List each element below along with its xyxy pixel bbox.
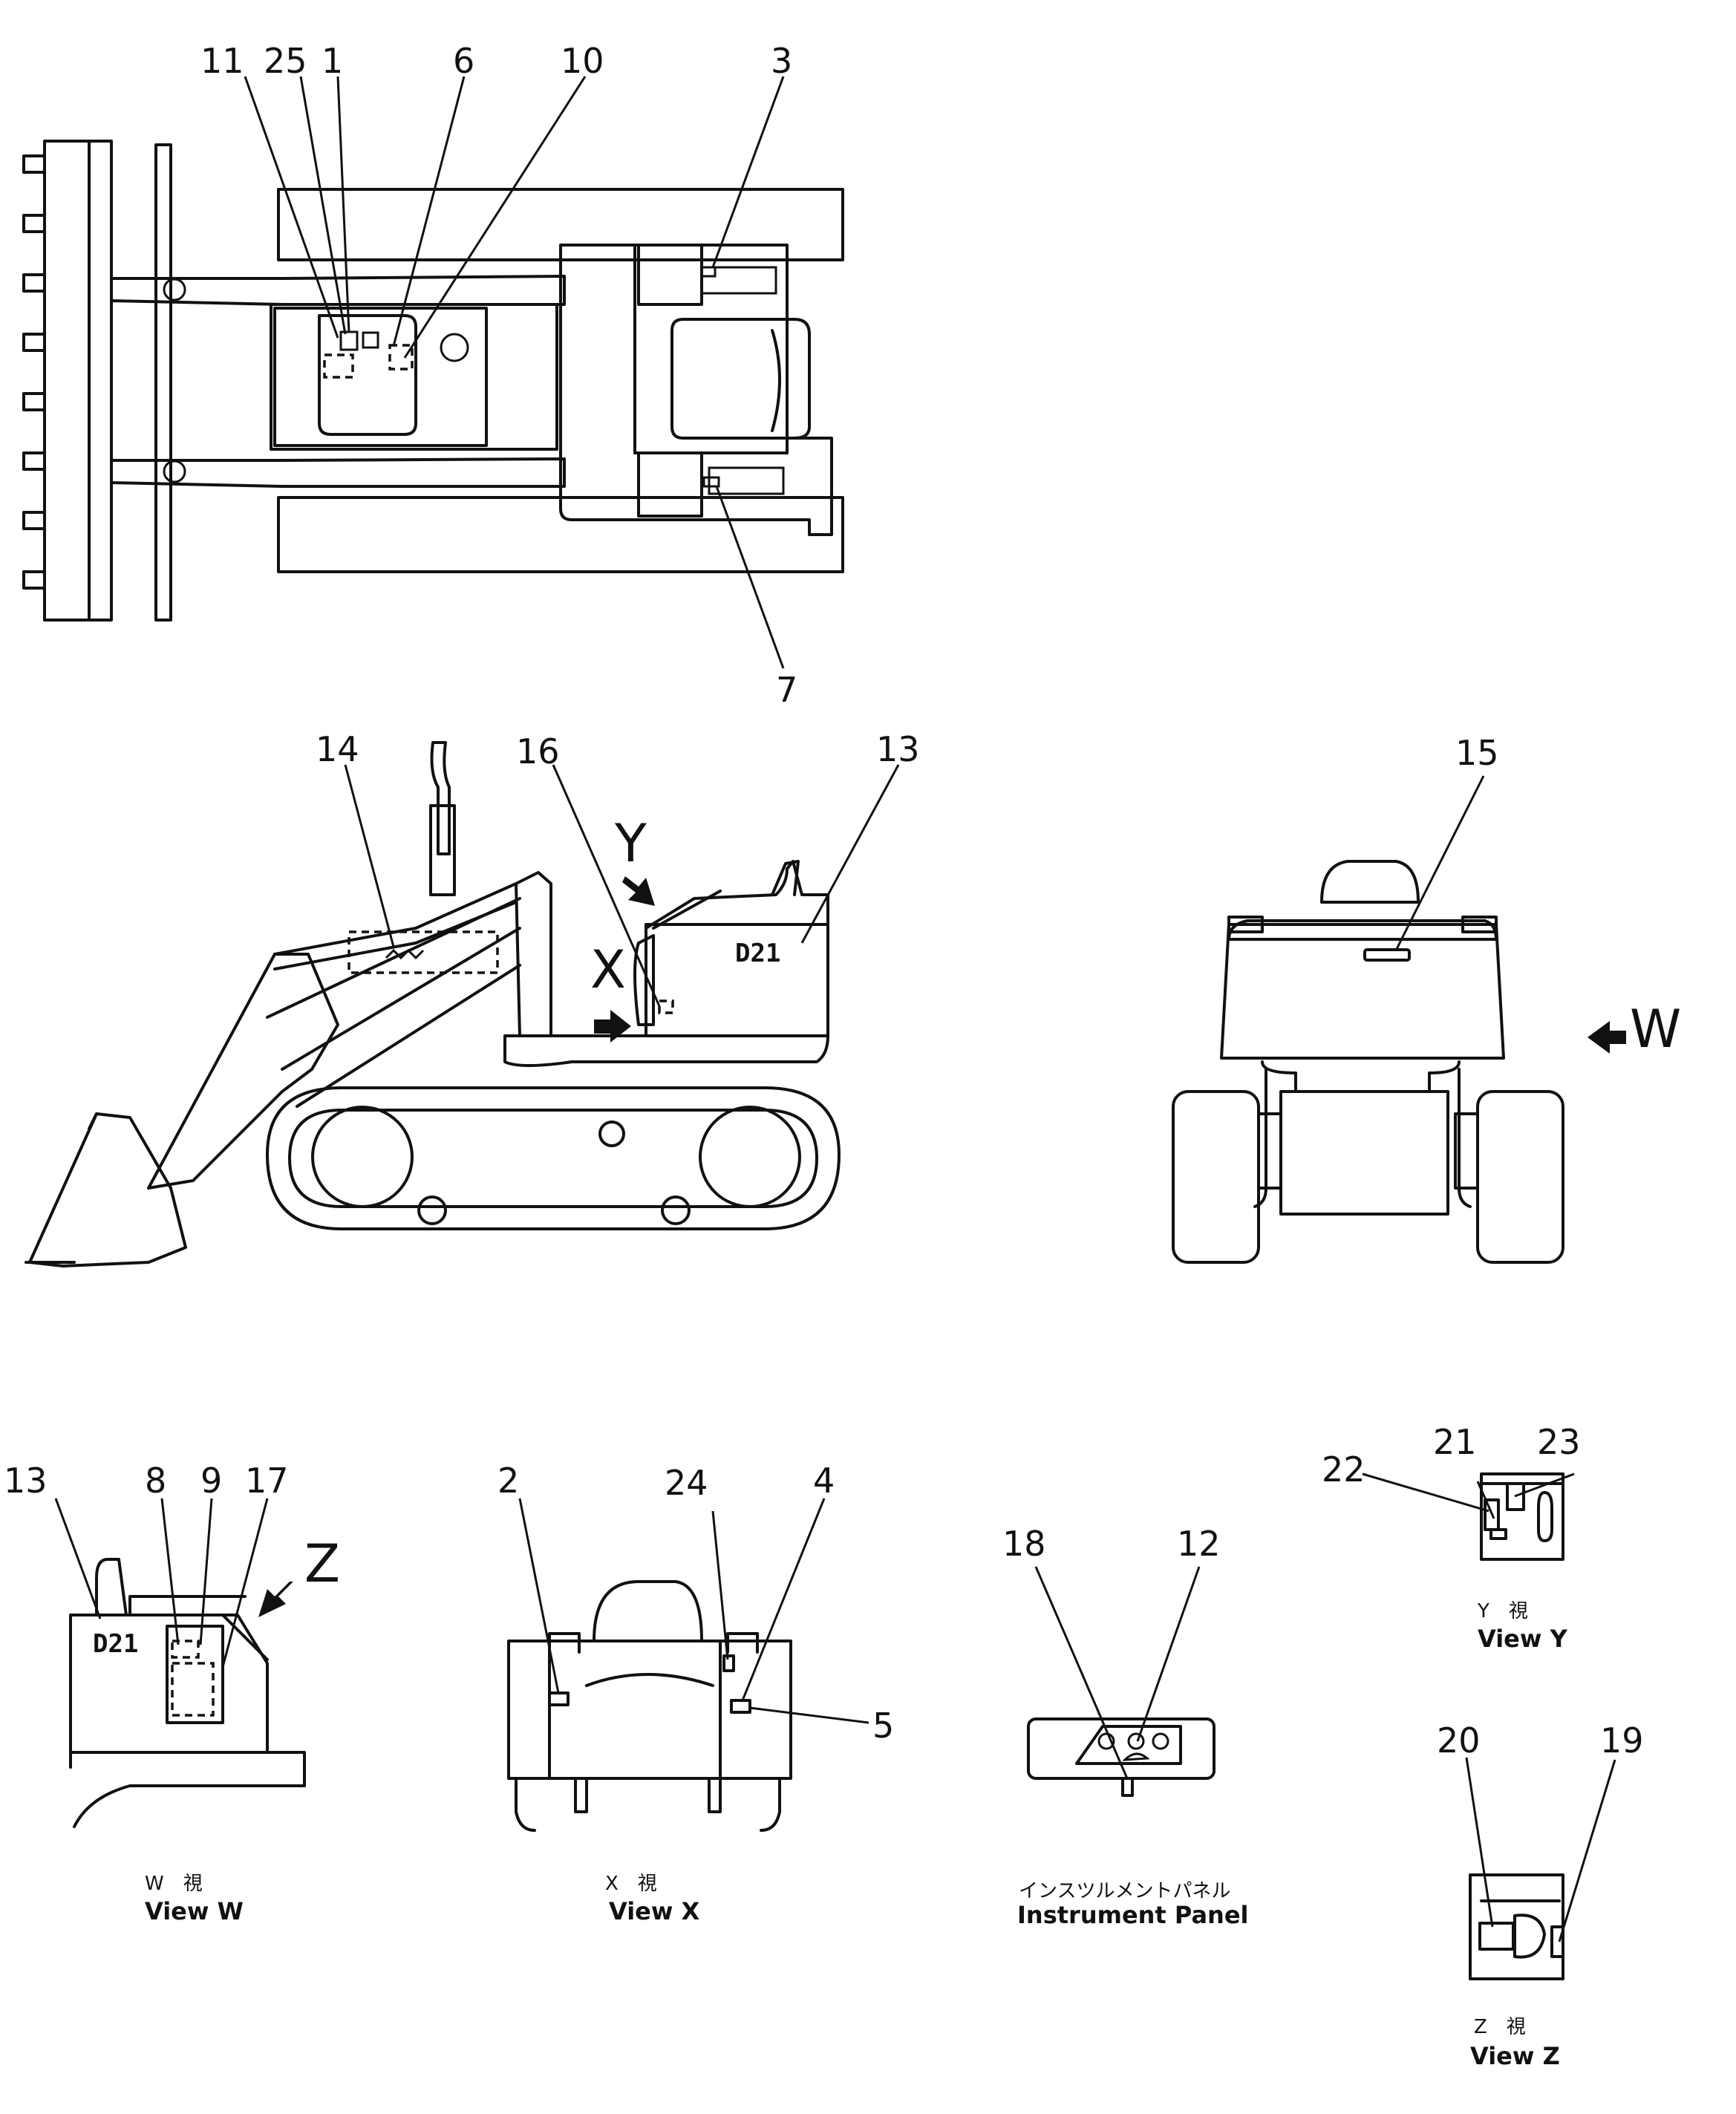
view-w-caption-en: View W — [145, 1897, 244, 1925]
callout-20: 20 — [1437, 1720, 1481, 1761]
callout-25: 25 — [264, 41, 307, 81]
view-y: 21 23 22 Y 視 View Y — [1322, 1422, 1581, 1653]
callout-24: 24 — [665, 1463, 708, 1503]
callout-11: 11 — [200, 41, 244, 81]
callout-10: 10 — [561, 41, 604, 81]
callout-2: 2 — [497, 1461, 519, 1501]
callout-13-w: 13 — [4, 1461, 48, 1501]
view-z-caption-en: View Z — [1470, 2042, 1560, 2070]
view-w: D21 Z 13 8 9 17 W 視 View W — [4, 1461, 340, 1925]
callout-17: 17 — [245, 1461, 289, 1501]
callout-13-side: 13 — [876, 729, 920, 769]
view-z: 20 19 Z 視 View Z — [1437, 1720, 1644, 2070]
view-x-caption-en: View X — [609, 1897, 700, 1925]
callout-18: 18 — [1002, 1524, 1046, 1564]
callout-19: 19 — [1600, 1720, 1644, 1761]
callout-23: 23 — [1537, 1422, 1581, 1462]
view-letter-x: X — [590, 939, 626, 1000]
blade — [22, 140, 172, 622]
callout-12: 12 — [1177, 1524, 1221, 1564]
callout-1: 1 — [322, 41, 343, 81]
view-z-caption-jp: Z 視 — [1474, 2016, 1526, 2038]
view-y-caption-jp: Y 視 — [1477, 1600, 1528, 1622]
callout-8: 8 — [145, 1461, 166, 1501]
callout-6: 6 — [453, 41, 474, 81]
instrument-panel: 18 12 インスツルメントパネル Instrument Panel — [1002, 1524, 1249, 1929]
view-y-caption-en: View Y — [1478, 1625, 1568, 1653]
callout-4: 4 — [813, 1461, 835, 1501]
callout-7: 7 — [776, 670, 797, 710]
panel-caption-en: Instrument Panel — [1017, 1901, 1249, 1929]
callout-5: 5 — [872, 1706, 894, 1746]
view-x-caption-jp: X 視 — [605, 1873, 657, 1895]
view-x: 2 24 4 5 X 視 View X — [497, 1461, 894, 1925]
callout-14: 14 — [316, 729, 359, 769]
callout-22: 22 — [1322, 1449, 1365, 1490]
callout-16: 16 — [516, 731, 560, 771]
side-model-plate: D21 — [735, 939, 780, 968]
side-view: X Y D21 14 16 13 — [25, 729, 920, 1268]
view-letter-w: W — [1630, 999, 1681, 1060]
rear-view: W 15 — [1172, 733, 1681, 1264]
callout-9: 9 — [200, 1461, 222, 1501]
callout-3: 3 — [771, 41, 792, 81]
view-letter-z: Z — [304, 1533, 340, 1594]
panel-caption-jp: インスツルメントパネル — [1019, 1880, 1230, 1902]
callout-21: 21 — [1433, 1422, 1477, 1462]
callout-15: 15 — [1455, 733, 1499, 773]
view-w-model-plate: D21 — [93, 1629, 138, 1659]
top-view: 11 25 1 6 10 3 7 — [22, 41, 844, 710]
view-w-caption-jp: W 視 — [145, 1873, 203, 1895]
view-letter-y: Y — [614, 813, 647, 874]
